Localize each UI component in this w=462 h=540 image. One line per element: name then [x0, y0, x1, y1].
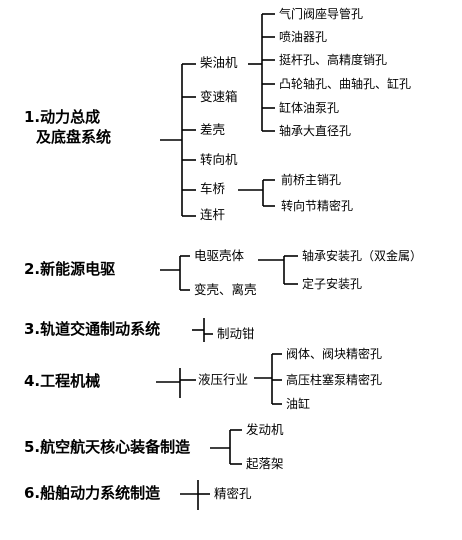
bracket-diesel [248, 13, 275, 132]
category-1-title-line1: 1.动力总成 [24, 108, 101, 126]
bracket-cat6 [180, 480, 210, 510]
item-diesel-engine: 柴油机 [200, 55, 238, 70]
bracket-cat2 [160, 255, 298, 291]
axle-part-1: 前桥主销孔 [281, 173, 342, 187]
item-differential-case: 差壳 [200, 122, 226, 137]
bracket-cat4 [156, 353, 282, 405]
axle-part-2: 转向节精密孔 [281, 199, 354, 213]
category-4-title: 4.工程机械 [24, 372, 101, 390]
item-motor-housing: 电驱壳体 [194, 248, 245, 263]
category-1-title-line2: 及底盘系统 [36, 128, 112, 146]
housing-part-1: 轴承安装孔（双金属） [302, 249, 423, 263]
item-brake-caliper: 制动钳 [217, 326, 255, 341]
bracket-cat1 [160, 63, 196, 217]
bracket-axle [238, 179, 275, 207]
item-connecting-rod: 连杆 [200, 207, 226, 222]
hydraulic-part-3: 油缸 [286, 397, 311, 411]
diesel-part-1: 气门阀座导管孔 [279, 7, 364, 21]
item-landing-gear: 起落架 [246, 456, 284, 471]
diesel-part-6: 轴承大直径孔 [279, 124, 352, 138]
item-axle: 车桥 [200, 181, 226, 196]
category-3-title: 3.轨道交通制动系统 [24, 320, 161, 338]
category-2-title: 2.新能源电驱 [24, 260, 116, 278]
item-transmission-clutch-housing: 变壳、离壳 [194, 282, 257, 297]
housing-part-2: 定子安装孔 [302, 277, 363, 291]
item-steering-gear: 转向机 [200, 152, 238, 167]
item-gearbox: 变速箱 [200, 89, 238, 104]
diesel-part-2: 喷油器孔 [279, 30, 328, 44]
item-hydraulics: 液压行业 [198, 372, 249, 387]
category-5-title: 5.航空航天核心装备制造 [24, 438, 191, 456]
hydraulic-part-2: 高压柱塞泵精密孔 [286, 373, 383, 387]
diesel-part-4: 凸轮轴孔、曲轴孔、缸孔 [279, 77, 412, 91]
diesel-part-3: 挺杆孔、高精度销孔 [279, 53, 388, 67]
item-precision-bore: 精密孔 [214, 486, 252, 501]
diesel-part-5: 缸体油泵孔 [279, 101, 340, 115]
hydraulic-part-1: 阀体、阀块精密孔 [286, 347, 383, 361]
category-6-title: 6.船舶动力系统制造 [24, 484, 161, 502]
item-aero-engine: 发动机 [246, 422, 284, 437]
bracket-cat3 [192, 318, 213, 342]
bracket-cat5 [210, 429, 242, 465]
